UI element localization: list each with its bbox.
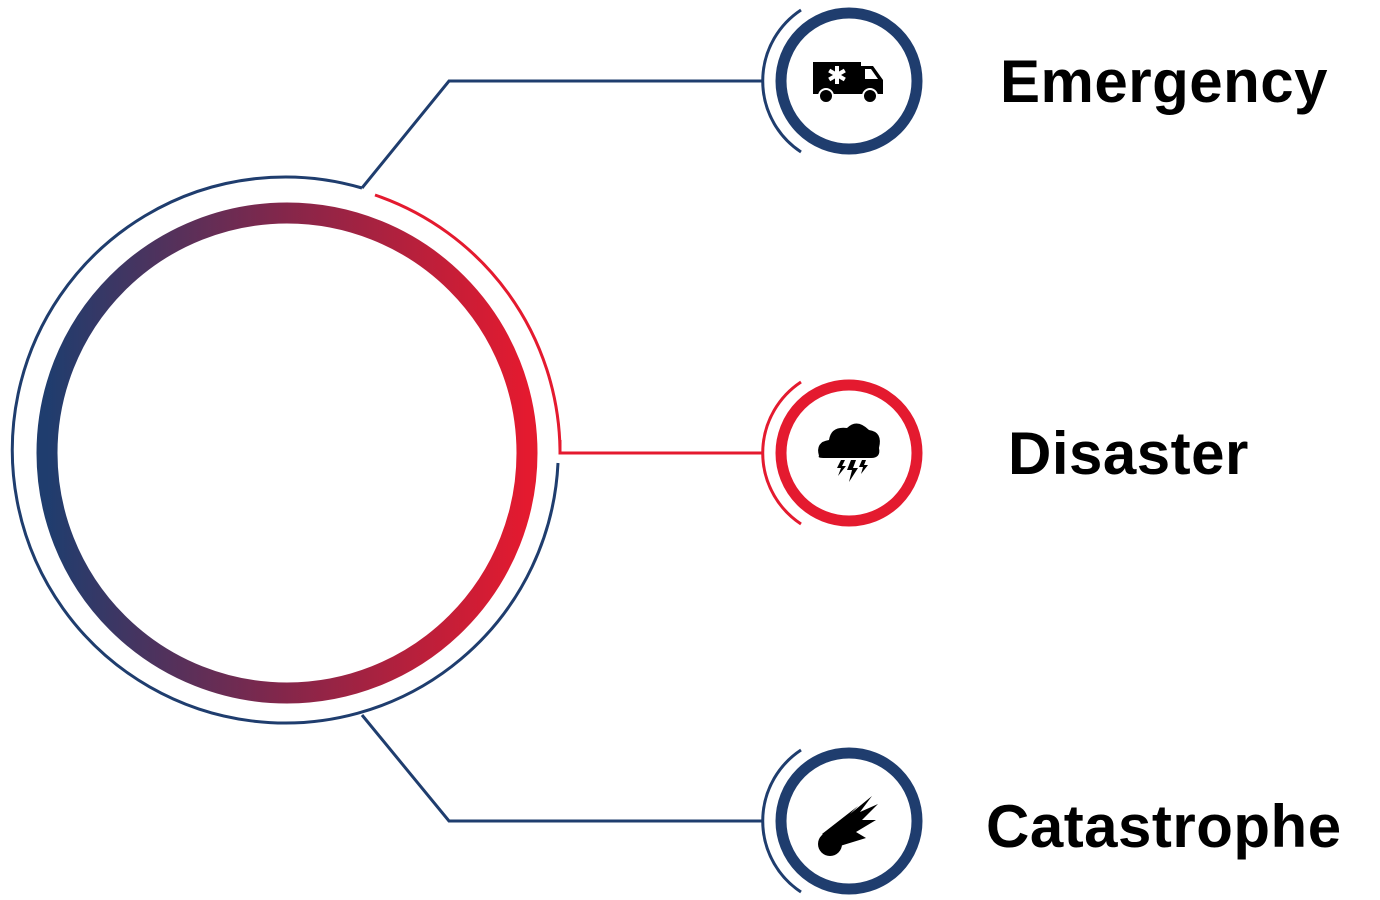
connector-catastrophe xyxy=(360,714,762,823)
label-disaster: Disaster xyxy=(1008,420,1249,487)
outer-arc-navy xyxy=(10,175,560,725)
node-catastrophe xyxy=(761,747,923,895)
node-accent-arc xyxy=(761,748,802,894)
central-ring xyxy=(36,202,538,704)
label-catastrophe: Catastrophe xyxy=(986,793,1342,860)
label-emergency: Emergency xyxy=(1000,48,1328,115)
connector-emergency xyxy=(360,79,762,189)
meteor-icon xyxy=(818,796,878,856)
node-accent-arc xyxy=(761,8,802,154)
outer-arc-red xyxy=(374,193,562,451)
node-disaster xyxy=(761,379,923,527)
storm-cloud-icon xyxy=(818,423,880,482)
central-hub xyxy=(10,175,562,725)
connector-disaster xyxy=(558,440,762,455)
node-emergency xyxy=(761,7,923,155)
ambulance-icon xyxy=(813,62,883,104)
node-accent-arc xyxy=(761,380,802,526)
